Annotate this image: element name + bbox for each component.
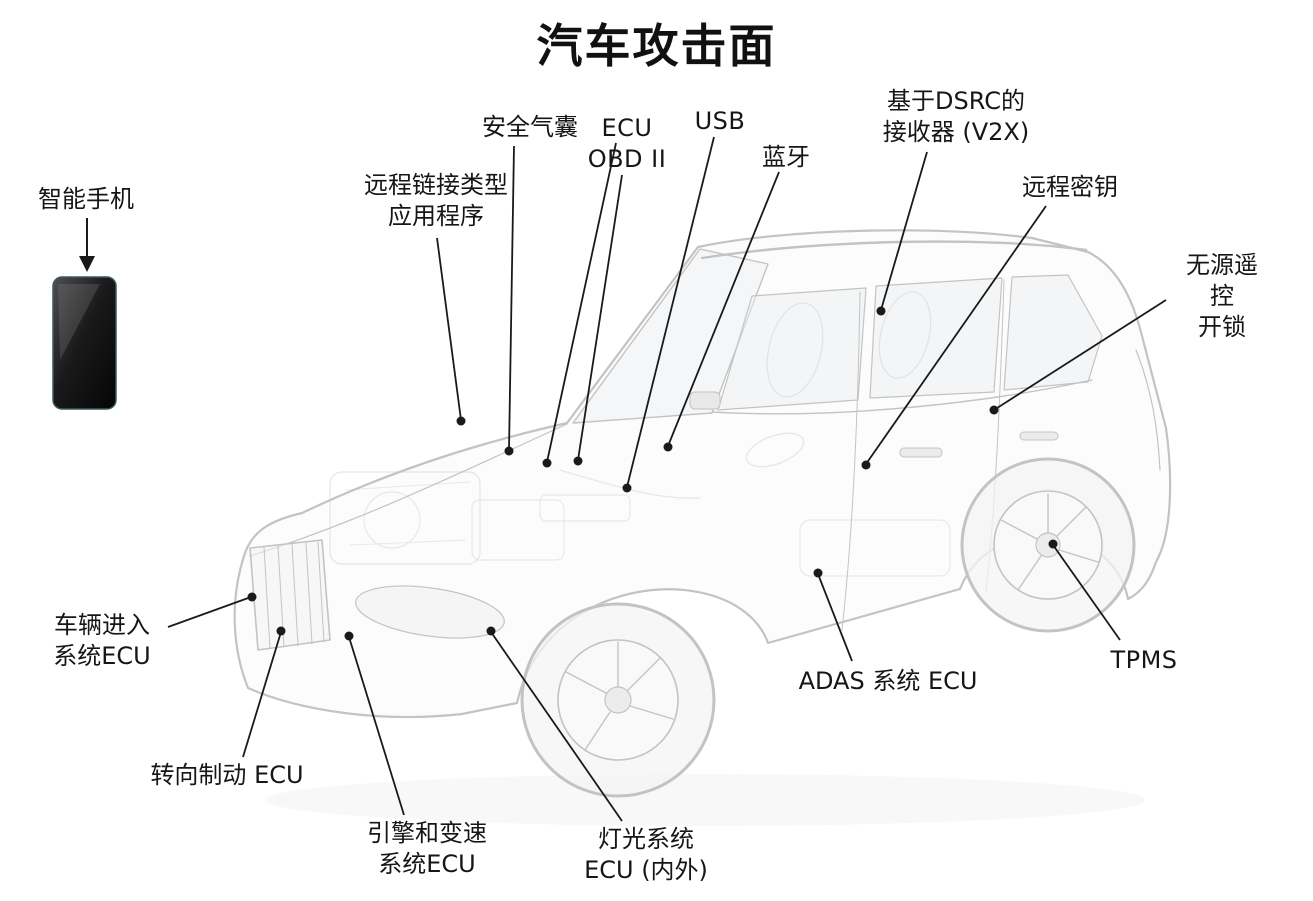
label-tpms: TPMS bbox=[1110, 646, 1178, 674]
label-lighting-ecu: 灯光系统 ECU (内外) bbox=[584, 825, 708, 885]
label-smartphone: 智能手机 bbox=[38, 185, 134, 213]
leader-lines bbox=[167, 136, 1167, 822]
label-passive-keyless-entry: 无源遥控 开锁 bbox=[1186, 251, 1258, 342]
leader-obd2 bbox=[573, 174, 623, 466]
interior-hints bbox=[539, 291, 951, 577]
leader-passive-entry bbox=[989, 299, 1167, 415]
car-body bbox=[233, 229, 1172, 719]
windshield bbox=[572, 248, 769, 424]
leader-steering-brake bbox=[242, 626, 286, 758]
leader-usb bbox=[622, 136, 715, 493]
label-obd2: OBD II bbox=[587, 145, 667, 173]
leader-vehicle-entry bbox=[167, 592, 257, 628]
headlight bbox=[355, 585, 505, 639]
smartphone-arrow-icon bbox=[79, 256, 95, 272]
label-adas-ecu: ADAS 系统 ECU bbox=[798, 667, 978, 695]
car-shadow bbox=[265, 774, 1145, 826]
front-door-window bbox=[717, 287, 867, 411]
leader-lighting bbox=[486, 626, 623, 822]
door-handle-front bbox=[899, 447, 943, 458]
leader-remote-link-app bbox=[436, 237, 466, 426]
leader-adas bbox=[813, 568, 853, 662]
label-remote-key: 远程密钥 bbox=[1022, 173, 1118, 201]
label-ecu: ECU bbox=[601, 114, 653, 142]
grille bbox=[249, 539, 331, 651]
label-engine-transmission-ecu: 引擎和变速 系统ECU bbox=[367, 819, 487, 879]
page-title: 汽车攻击面 bbox=[536, 19, 777, 73]
door-seam-front bbox=[841, 291, 861, 631]
beltline bbox=[711, 379, 1093, 415]
leader-ecu bbox=[542, 142, 617, 468]
leader-airbag bbox=[504, 145, 515, 456]
door-handle-rear bbox=[1019, 431, 1059, 441]
label-vehicle-entry-ecu: 车辆进入 系统ECU bbox=[53, 611, 151, 671]
label-dsrc-receiver: 基于DSRC的 接收器 (V2X) bbox=[882, 87, 1030, 147]
smartphone-screen-glare bbox=[58, 284, 100, 360]
leader-tpms bbox=[1048, 539, 1121, 641]
leader-dsrc bbox=[876, 151, 928, 316]
quarter-window bbox=[1003, 274, 1103, 391]
door-seam-rear bbox=[985, 279, 1005, 593]
label-airbag: 安全气囊 bbox=[482, 113, 578, 141]
grille-bars bbox=[263, 541, 325, 649]
leader-remote-key bbox=[861, 205, 1047, 470]
side-mirror bbox=[689, 391, 721, 410]
smartphone-body bbox=[52, 276, 117, 410]
smartphone-graphic bbox=[52, 218, 117, 410]
car-illustration bbox=[233, 229, 1172, 826]
front-wheel bbox=[520, 602, 716, 798]
roof-rail bbox=[700, 240, 1088, 260]
rear-wheel bbox=[960, 457, 1136, 633]
rear-door-window bbox=[869, 277, 1003, 399]
tailgate-line bbox=[1135, 349, 1161, 471]
label-steering-brake-ecu: 转向制动 ECU bbox=[150, 761, 304, 789]
label-bluetooth: 蓝牙 bbox=[762, 143, 810, 171]
leader-engine-transmission bbox=[344, 631, 405, 816]
engine-block bbox=[329, 471, 565, 565]
label-usb: USB bbox=[694, 107, 746, 135]
leader-bluetooth bbox=[663, 171, 780, 452]
label-remote-link-app: 远程链接类型 应用程序 bbox=[364, 171, 508, 231]
hood-line bbox=[249, 423, 568, 557]
